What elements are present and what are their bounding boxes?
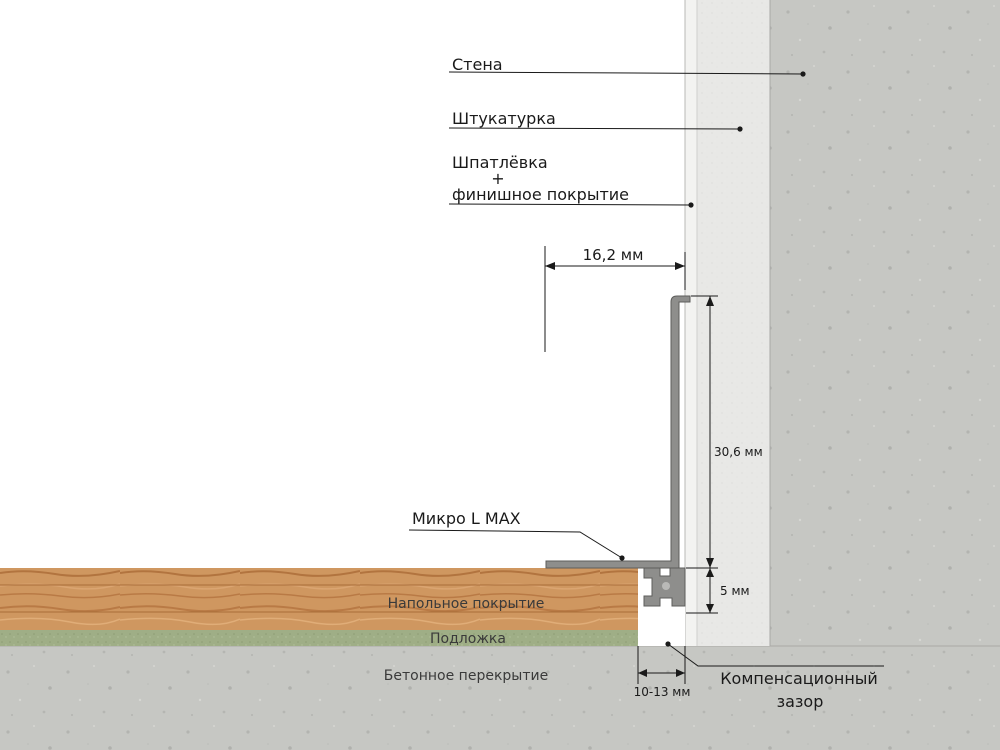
profile-micro-l-max xyxy=(545,295,691,569)
concrete-slab xyxy=(0,645,1000,750)
dim-height-arrow-top xyxy=(706,296,714,306)
wall-leader-dot xyxy=(800,71,806,77)
wall-leader xyxy=(448,71,804,75)
label-underlay: Подложка xyxy=(430,631,506,647)
plaster-layer xyxy=(697,0,770,646)
gap-leader xyxy=(667,643,884,667)
plaster-leader-dot xyxy=(737,126,743,132)
putty-leader-dot xyxy=(688,202,694,208)
plaster-leader xyxy=(448,127,741,130)
gap-leader-dot xyxy=(665,641,671,647)
dim-step-label: 5 мм xyxy=(720,584,750,598)
label-floor-cover: Напольное покрытие xyxy=(388,596,545,612)
putty-leader xyxy=(448,203,692,206)
label-gap-2: зазор xyxy=(777,692,824,711)
label-plaster: Штукатурка xyxy=(452,109,556,128)
dim-step-arrow-bottom xyxy=(706,604,714,613)
profile-leader xyxy=(408,529,623,559)
dim-gap-label: 10-13 мм xyxy=(634,685,691,699)
label-wall: Стена xyxy=(452,55,503,74)
putty-layer xyxy=(685,0,697,646)
profile-leader-dot xyxy=(619,555,625,561)
label-slab: Бетонное перекрытие xyxy=(384,668,548,684)
dim-depth-arrow-left xyxy=(545,262,555,270)
dim-step-arrow-top xyxy=(706,568,714,577)
label-putty-1: Шпатлёвка xyxy=(452,153,548,172)
profile-clip-hole xyxy=(662,582,670,590)
underlay-layer xyxy=(0,630,638,646)
label-putty-2: финишное покрытие xyxy=(452,185,629,204)
dim-height-arrow-bottom xyxy=(706,558,714,568)
dim-gap-arrow-left xyxy=(638,669,647,677)
concrete-wall xyxy=(770,0,1000,750)
floor-cover xyxy=(0,568,638,630)
label-gap-1: Компенсационный xyxy=(720,669,878,688)
label-putty-plus: + xyxy=(491,169,504,188)
label-profile: Микро L MAX xyxy=(412,509,521,528)
dim-gap-arrow-right xyxy=(676,669,685,677)
dim-depth-arrow-right xyxy=(675,262,685,270)
dim-depth-label: 16,2 мм xyxy=(583,246,644,264)
dim-height-label: 30,6 мм xyxy=(714,445,763,459)
